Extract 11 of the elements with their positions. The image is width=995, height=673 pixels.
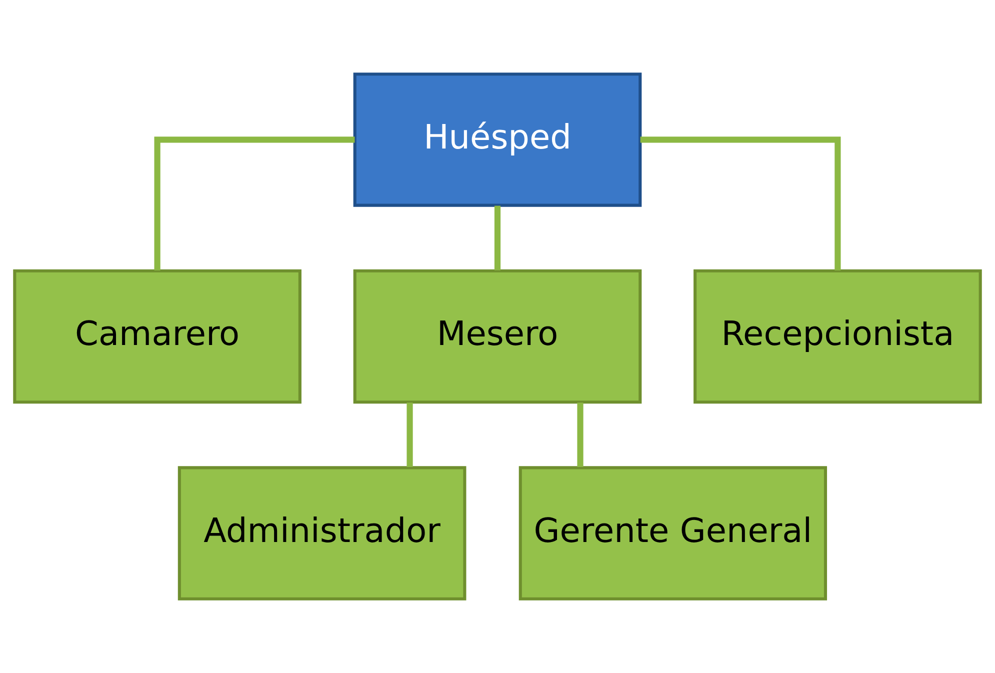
node-box: Camarero [13,269,302,404]
connector [494,206,501,270]
node-box: Huésped [353,72,642,207]
node-box: Administrador [178,466,466,600]
node-box: Mesero [353,269,642,404]
connector [406,402,413,468]
connector [577,402,584,468]
connector [154,136,355,270]
node-box: Gerente General [518,466,828,600]
connector [640,136,841,270]
node-box: Recepcionista [694,269,982,404]
